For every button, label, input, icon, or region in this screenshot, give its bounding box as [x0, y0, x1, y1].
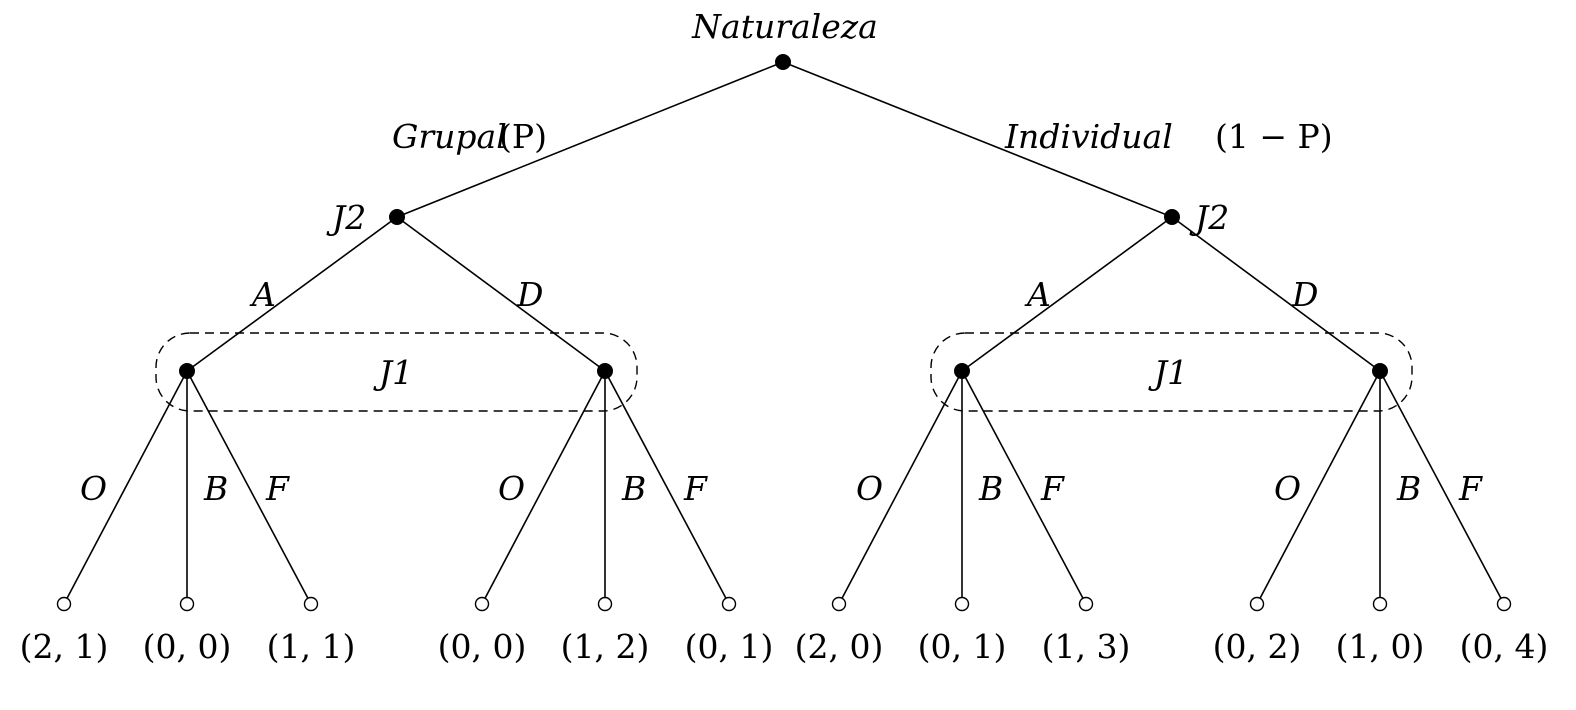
payoff-10: (0, 2) [1213, 627, 1302, 666]
terminal-node-3 [303, 596, 319, 612]
action-label-f-4: F [1458, 469, 1483, 508]
edge-leaf-12 [1379, 370, 1505, 605]
action-label-a-right: A [1024, 275, 1051, 314]
terminal-node-5 [597, 596, 613, 612]
edge-leaf-6 [604, 370, 730, 605]
edge-leaf-9 [961, 370, 1087, 605]
node-root [775, 54, 791, 70]
edge-leaf-4 [481, 370, 606, 605]
branch-prob-individual: (1 − P) [1215, 117, 1333, 156]
payoff-2: (0, 0) [143, 627, 232, 666]
node-j2-left [389, 209, 405, 225]
edge-leaf-1 [63, 370, 188, 605]
terminal-node-12 [1496, 596, 1512, 612]
payoff-7: (2, 0) [795, 627, 884, 666]
edge-left-a [186, 216, 398, 372]
edge-grupal [396, 61, 784, 218]
player2-label-left: J2 [326, 198, 366, 237]
payoff-5: (1, 2) [561, 627, 650, 666]
node-j1-right-d [1372, 363, 1388, 379]
branch-prob-grupal: (P) [499, 117, 547, 156]
payoff-12: (0, 4) [1460, 627, 1549, 666]
node-j1-left-d [597, 363, 613, 379]
action-label-a-left: A [249, 275, 276, 314]
action-label-b-3: B [978, 469, 1003, 508]
action-label-f-3: F [1040, 469, 1065, 508]
edge-right-d [1171, 216, 1381, 372]
edge-leaf-7 [838, 370, 963, 605]
action-label-d-left: D [516, 275, 543, 314]
terminal-node-11 [1372, 596, 1388, 612]
action-label-b-2: B [621, 469, 646, 508]
branch-label-grupal: Grupal [392, 117, 507, 156]
terminal-node-6 [721, 596, 737, 612]
edge-right-a [961, 216, 1173, 372]
action-label-b-4: B [1396, 469, 1421, 508]
action-label-f-1: F [265, 469, 290, 508]
action-label-o-2: O [498, 469, 525, 508]
action-label-f-2: F [683, 469, 708, 508]
terminal-node-7 [831, 596, 847, 612]
node-j1-right-a [954, 363, 970, 379]
action-label-b-1: B [203, 469, 228, 508]
payoff-6: (0, 1) [685, 627, 774, 666]
action-label-o-1: O [80, 469, 107, 508]
root-label: Naturaleza [691, 7, 878, 46]
player2-label-right: J2 [1189, 198, 1229, 237]
edge-leaf-10 [1256, 370, 1381, 605]
payoff-11: (1, 0) [1336, 627, 1425, 666]
payoff-1: (2, 1) [20, 627, 109, 666]
information-set-right [930, 332, 1413, 412]
edge-left-d [396, 216, 606, 372]
action-label-o-3: O [856, 469, 883, 508]
terminal-node-9 [1078, 596, 1094, 612]
edge-leaf-3 [186, 370, 312, 605]
payoff-4: (0, 0) [438, 627, 527, 666]
terminal-node-1 [56, 596, 72, 612]
node-j1-left-a [179, 363, 195, 379]
terminal-node-10 [1249, 596, 1265, 612]
payoff-9: (1, 3) [1042, 627, 1131, 666]
payoff-3: (1, 1) [267, 627, 356, 666]
payoff-8: (0, 1) [918, 627, 1007, 666]
information-set-left [155, 332, 638, 412]
terminal-node-2 [179, 596, 195, 612]
action-label-d-right: D [1291, 275, 1318, 314]
player1-label-left: J1 [373, 353, 413, 392]
edge-individual [782, 61, 1173, 218]
branch-label-individual: Individual [1004, 117, 1173, 156]
node-j2-right [1164, 209, 1180, 225]
player1-label-right: J1 [1148, 353, 1188, 392]
terminal-node-4 [474, 596, 490, 612]
action-label-o-4: O [1274, 469, 1301, 508]
terminal-node-8 [954, 596, 970, 612]
